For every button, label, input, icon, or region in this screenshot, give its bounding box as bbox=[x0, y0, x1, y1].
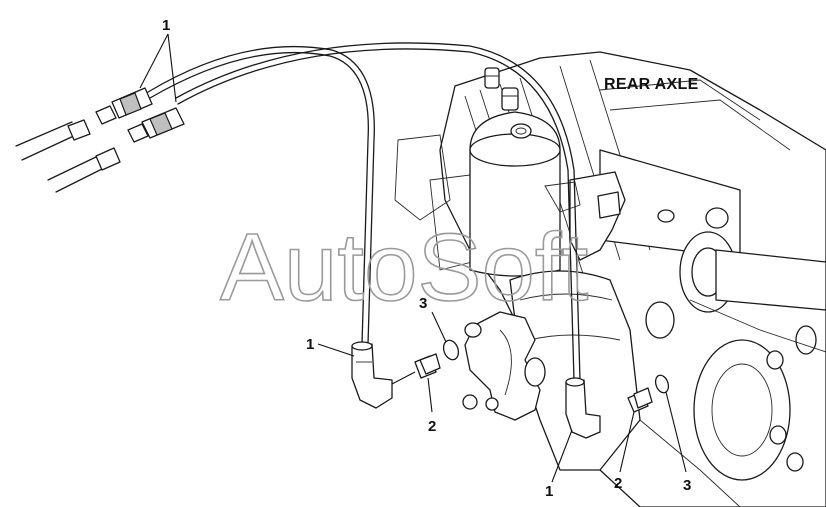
leader-lines bbox=[139, 33, 687, 483]
callout-3-bottom: 3 bbox=[683, 477, 691, 494]
left-o-ring bbox=[442, 339, 460, 361]
upper-sensor-connector-b bbox=[47, 107, 185, 193]
left-adapter-nut bbox=[391, 353, 441, 385]
right-adapter-nut bbox=[627, 387, 653, 413]
left-speed-sensor bbox=[351, 341, 393, 409]
callout-1-left: 1 bbox=[306, 336, 314, 353]
sensor-cables bbox=[147, 42, 581, 381]
right-o-ring bbox=[654, 374, 670, 394]
companion-flange bbox=[462, 311, 546, 421]
callout-2-left: 2 bbox=[428, 418, 436, 435]
rear-axle-housing bbox=[394, 51, 826, 507]
callout-3-left: 3 bbox=[419, 295, 427, 312]
watermark-text: AutoSoft bbox=[220, 214, 588, 321]
callout-2-bottom: 2 bbox=[614, 475, 622, 492]
callout-1-top: 1 bbox=[162, 17, 170, 34]
callout-1-bottom: 1 bbox=[545, 483, 553, 500]
right-speed-sensor bbox=[565, 377, 601, 439]
rear-axle-label: REAR AXLE bbox=[604, 76, 699, 93]
upper-sensor-connector-a bbox=[15, 87, 153, 161]
